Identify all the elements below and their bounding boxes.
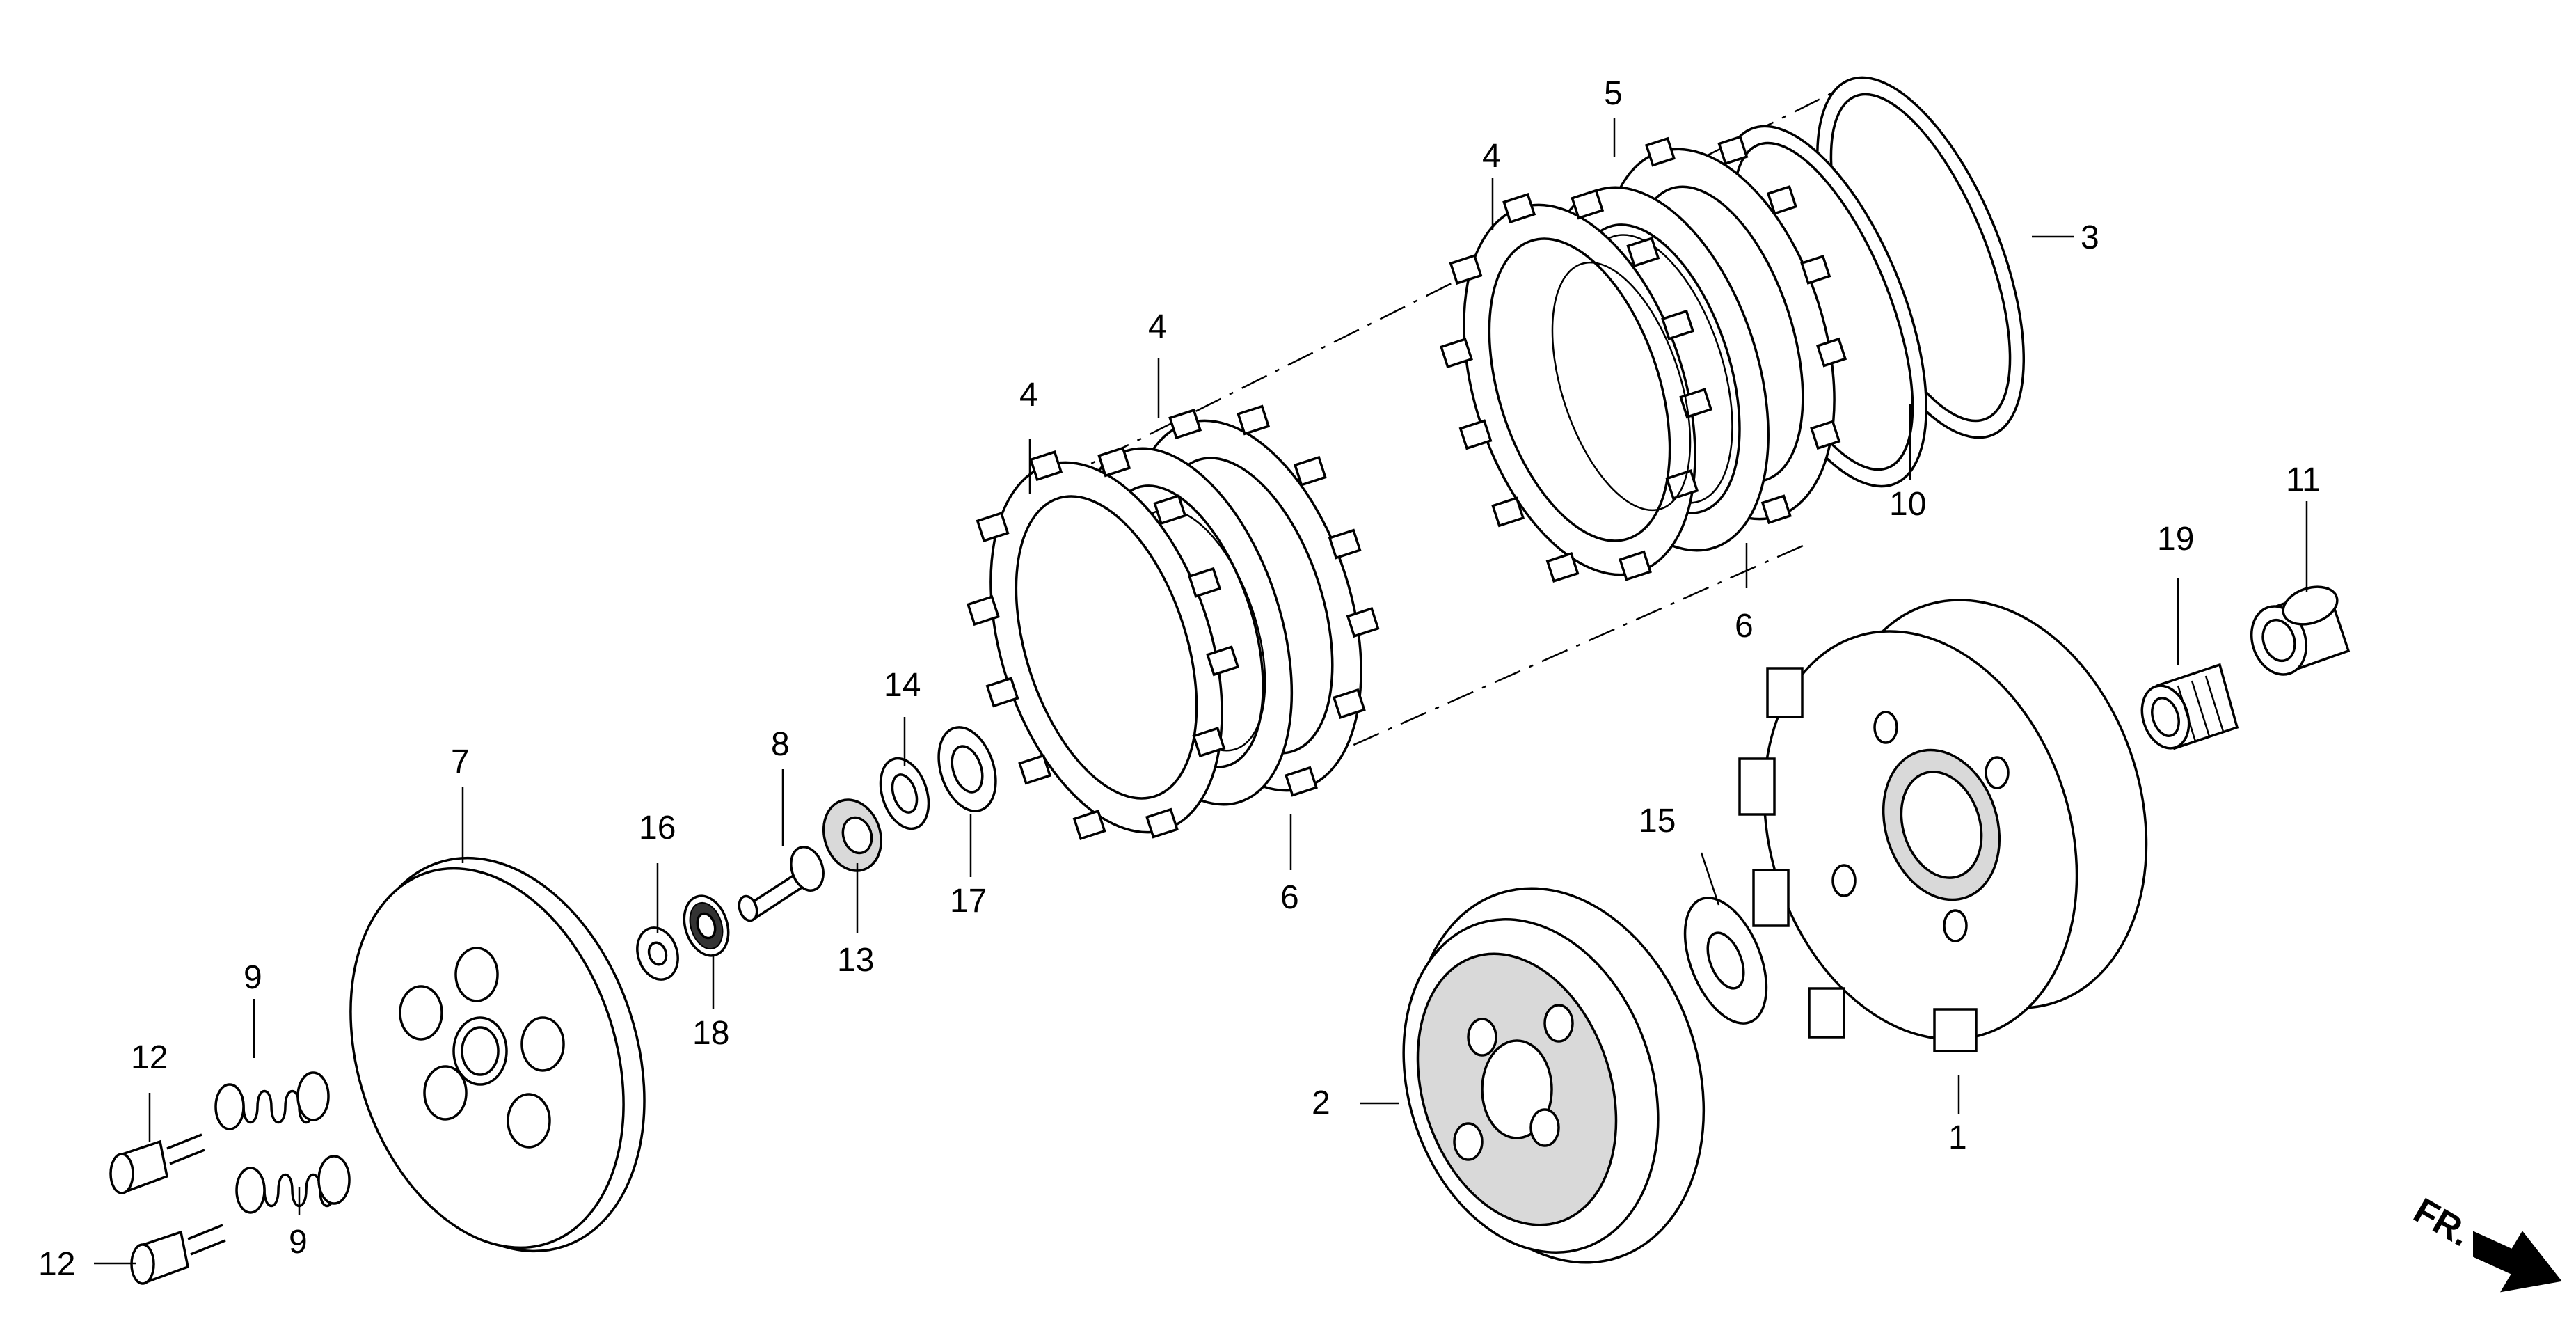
part-16-washer — [636, 926, 679, 981]
label-part-19: 19 — [2157, 521, 2194, 558]
part-7-pressure-plate — [349, 856, 646, 1253]
part-labels: 1 2 3 4 4 4 5 6 6 7 8 9 9 10 11 12 12 13… — [38, 75, 2321, 1283]
label-part-6-lower: 6 — [1280, 879, 1299, 916]
label-part-11: 11 — [2286, 462, 2321, 498]
part-15-thrust-washer — [1683, 897, 1768, 1025]
label-part-4-front: 4 — [1019, 377, 1038, 413]
part-12-bolt-lower — [130, 1224, 226, 1285]
part-12-bolt-upper — [109, 1133, 205, 1194]
label-part-4-upper: 4 — [1482, 138, 1501, 175]
label-part-17: 17 — [950, 883, 987, 920]
label-part-13: 13 — [837, 942, 874, 979]
label-part-10: 10 — [1889, 486, 1926, 523]
label-part-18: 18 — [692, 1015, 729, 1052]
part-9-spring-lower — [235, 1155, 351, 1214]
label-part-7: 7 — [451, 743, 470, 780]
label-part-9-lower: 9 — [289, 1224, 308, 1261]
part-18-needle-bearing — [683, 894, 730, 957]
part-11-collar — [2250, 585, 2351, 676]
label-part-15: 15 — [1639, 803, 1676, 839]
label-part-1: 1 — [1948, 1119, 1967, 1156]
part-4-friction-disc-upper — [1440, 189, 1713, 583]
part-19-needle-bearing — [2140, 663, 2239, 750]
label-part-8: 8 — [771, 726, 790, 763]
label-part-14: 14 — [884, 667, 921, 704]
label-part-16: 16 — [639, 810, 676, 846]
part-9-spring-upper — [214, 1071, 330, 1130]
part-4-friction-disc-front — [967, 446, 1240, 841]
part-13-nut — [822, 798, 883, 872]
front-direction-indicator: FR. — [2407, 1190, 2562, 1293]
part-8-lifter-rod — [738, 846, 825, 922]
label-part-12-upper: 12 — [131, 1039, 168, 1076]
part-17-washer — [937, 726, 997, 812]
part-14-washer — [879, 757, 930, 830]
front-direction-label: FR. — [2407, 1190, 2478, 1254]
label-part-3: 3 — [2081, 219, 2099, 256]
label-part-5: 5 — [1604, 75, 1623, 112]
part-1-clutch-outer — [1738, 599, 2148, 1052]
label-part-6-upper: 6 — [1735, 608, 1754, 645]
label-part-4-middle: 4 — [1148, 308, 1167, 345]
front-arrow-icon — [2473, 1231, 2562, 1293]
label-part-12-lower: 12 — [38, 1246, 75, 1283]
part-2-clutch-center — [1402, 887, 1706, 1264]
label-part-9-upper: 9 — [244, 959, 262, 996]
label-part-2: 2 — [1312, 1084, 1330, 1121]
leader-lines — [94, 118, 2308, 1265]
